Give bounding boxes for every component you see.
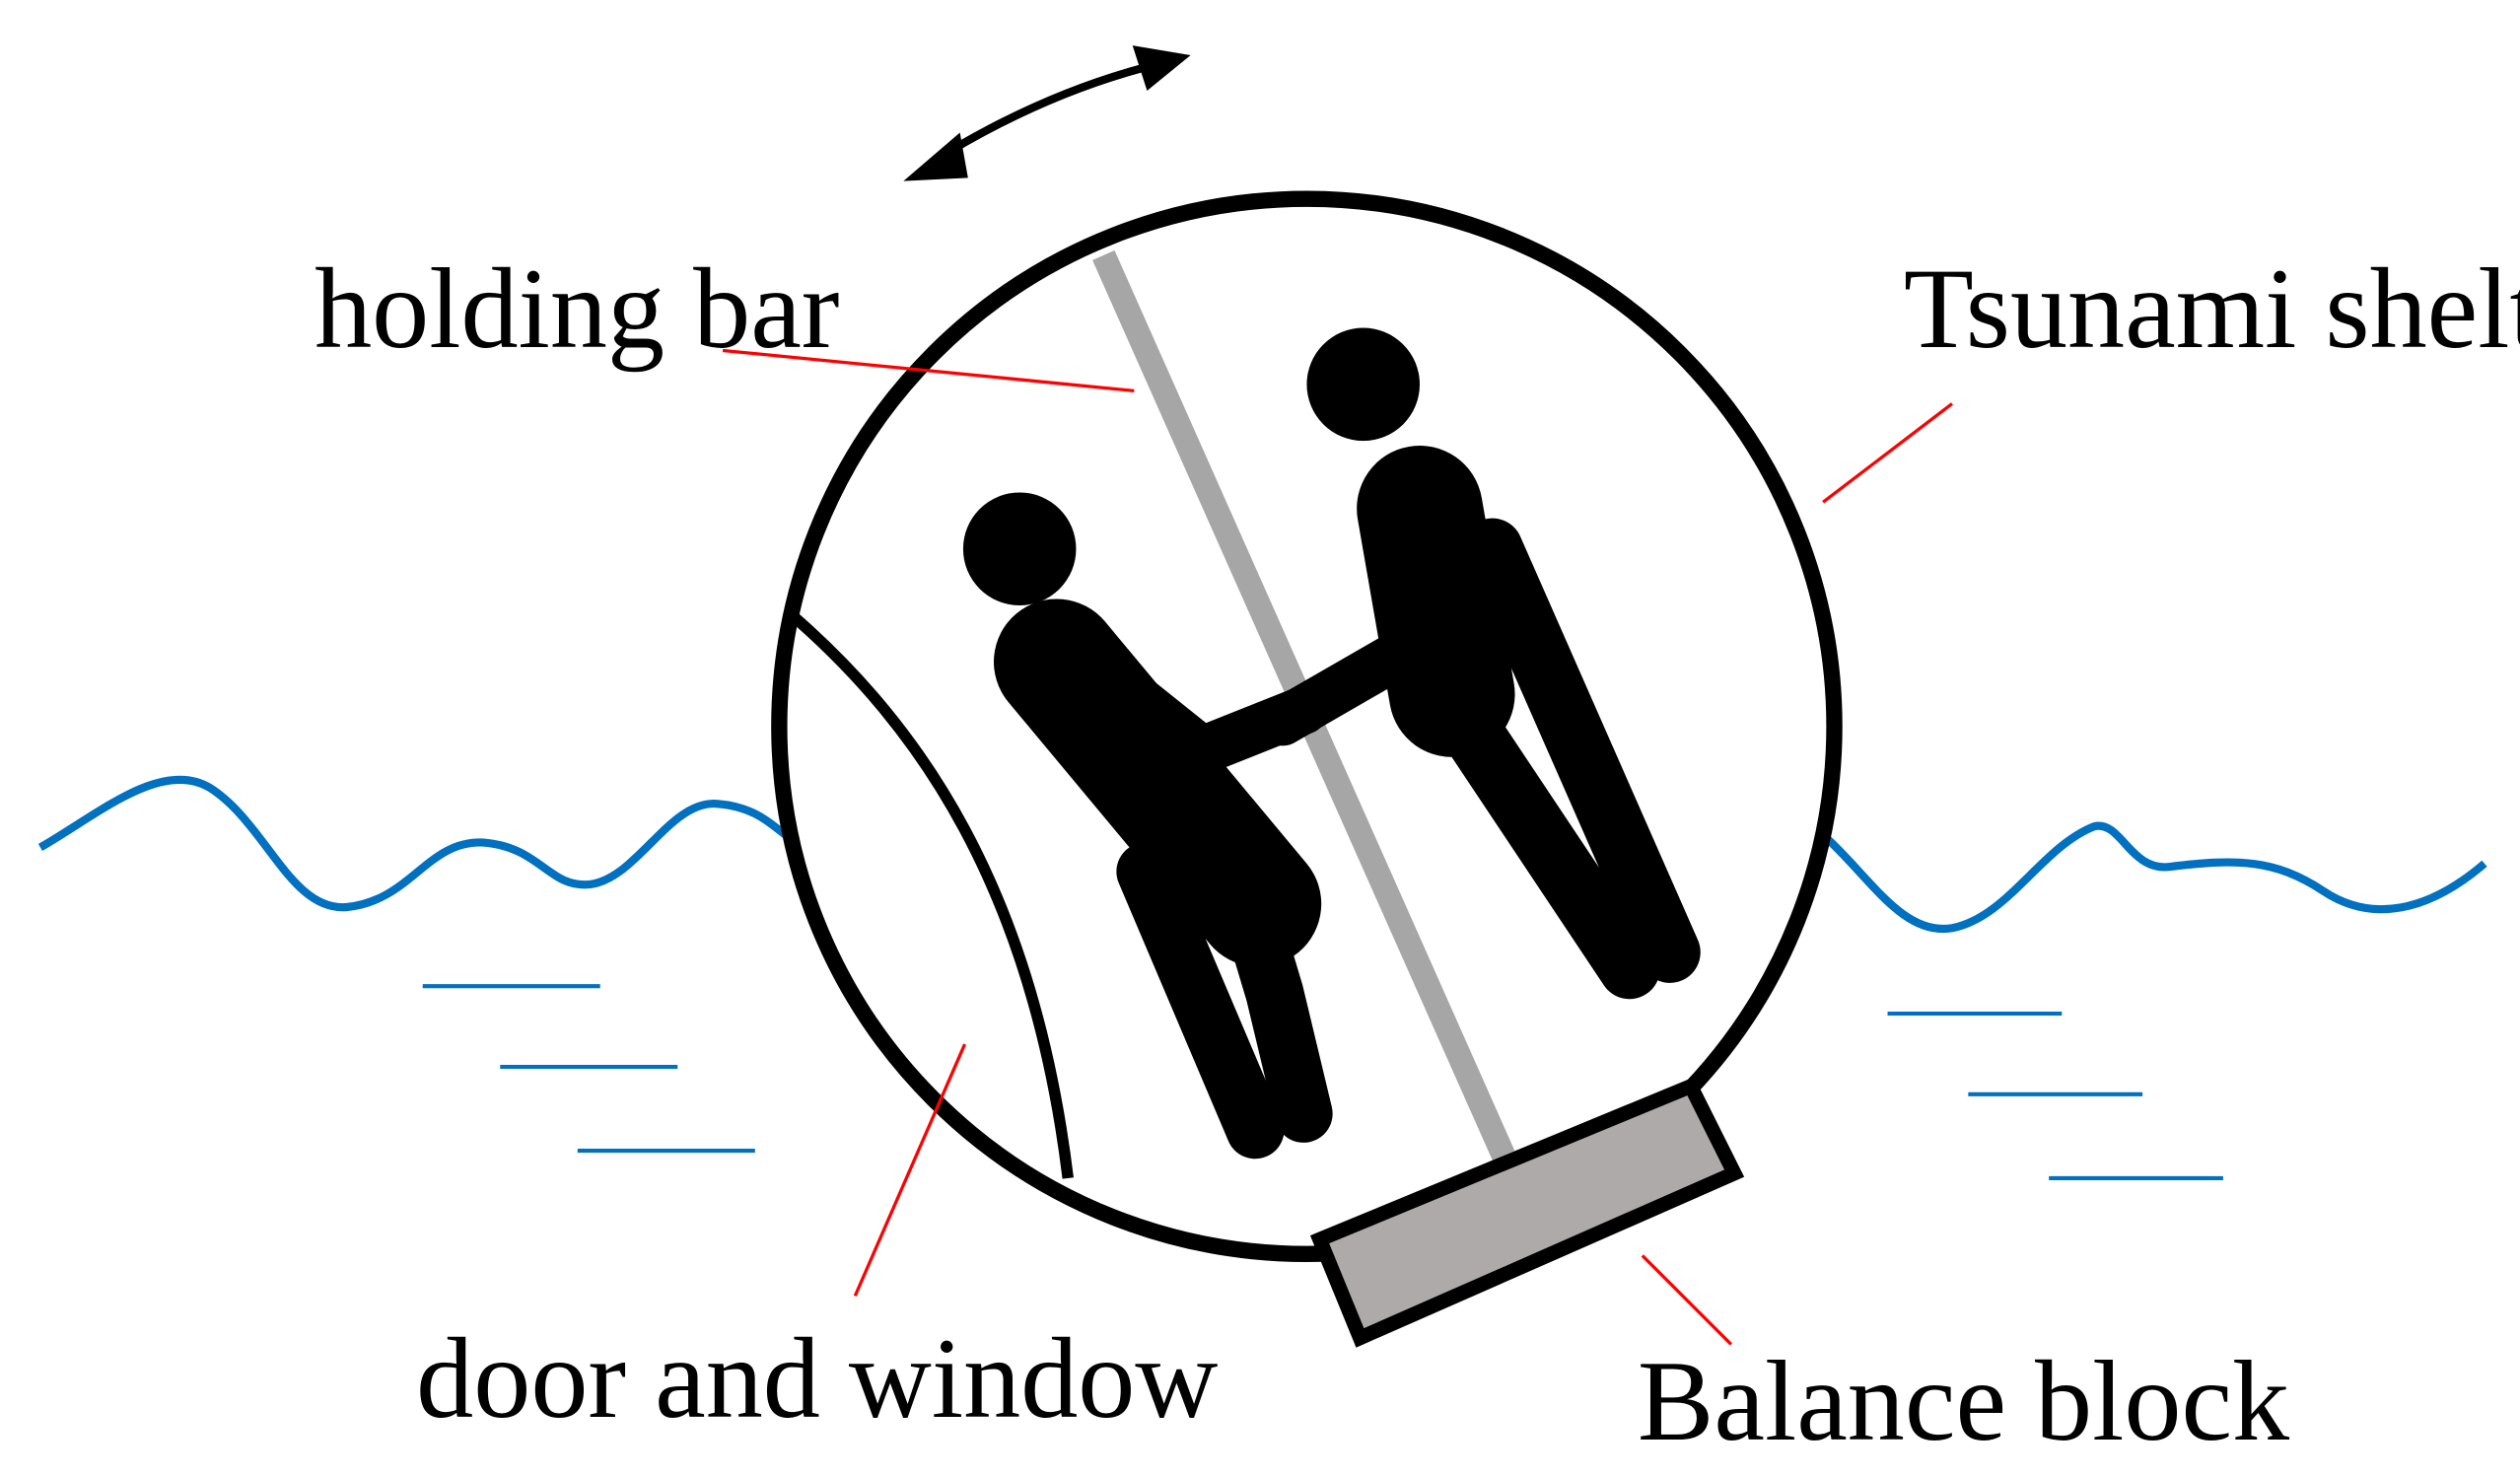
person-leg <box>1116 842 1285 1160</box>
person-head <box>962 492 1077 605</box>
label-tsunami-shelter: Tsunami shelter <box>1904 246 2520 373</box>
label-holding-bar: holding bar <box>315 246 839 373</box>
shelter-sphere <box>771 190 1843 1262</box>
person-torso <box>994 598 1322 967</box>
person-leg <box>1221 882 1333 1143</box>
leader-holding-bar <box>722 348 1135 392</box>
leader-tsunami-shelter <box>1822 402 1953 504</box>
person-leg <box>1461 518 1701 983</box>
rocking-arrow <box>903 45 1191 181</box>
person-arm <box>1258 618 1444 746</box>
leader-balance-block <box>1641 1254 1732 1346</box>
water-wave-right <box>1825 821 2487 934</box>
water-depth-lines <box>422 984 2223 1180</box>
balance-block <box>1309 1077 1745 1348</box>
door-arc <box>790 612 1074 1179</box>
person-leg <box>1405 647 1660 1000</box>
person-left <box>962 492 1333 1160</box>
leader-lines <box>722 348 1953 1346</box>
person-head <box>1306 327 1420 442</box>
person-right <box>1258 327 1701 1000</box>
water-wave-left <box>37 775 790 912</box>
label-door-and-window: door and window <box>416 1315 1218 1442</box>
water-surface <box>37 775 2487 934</box>
label-balance-block: Balance block <box>1638 1338 2290 1465</box>
leader-door-and-window <box>853 1043 967 1298</box>
